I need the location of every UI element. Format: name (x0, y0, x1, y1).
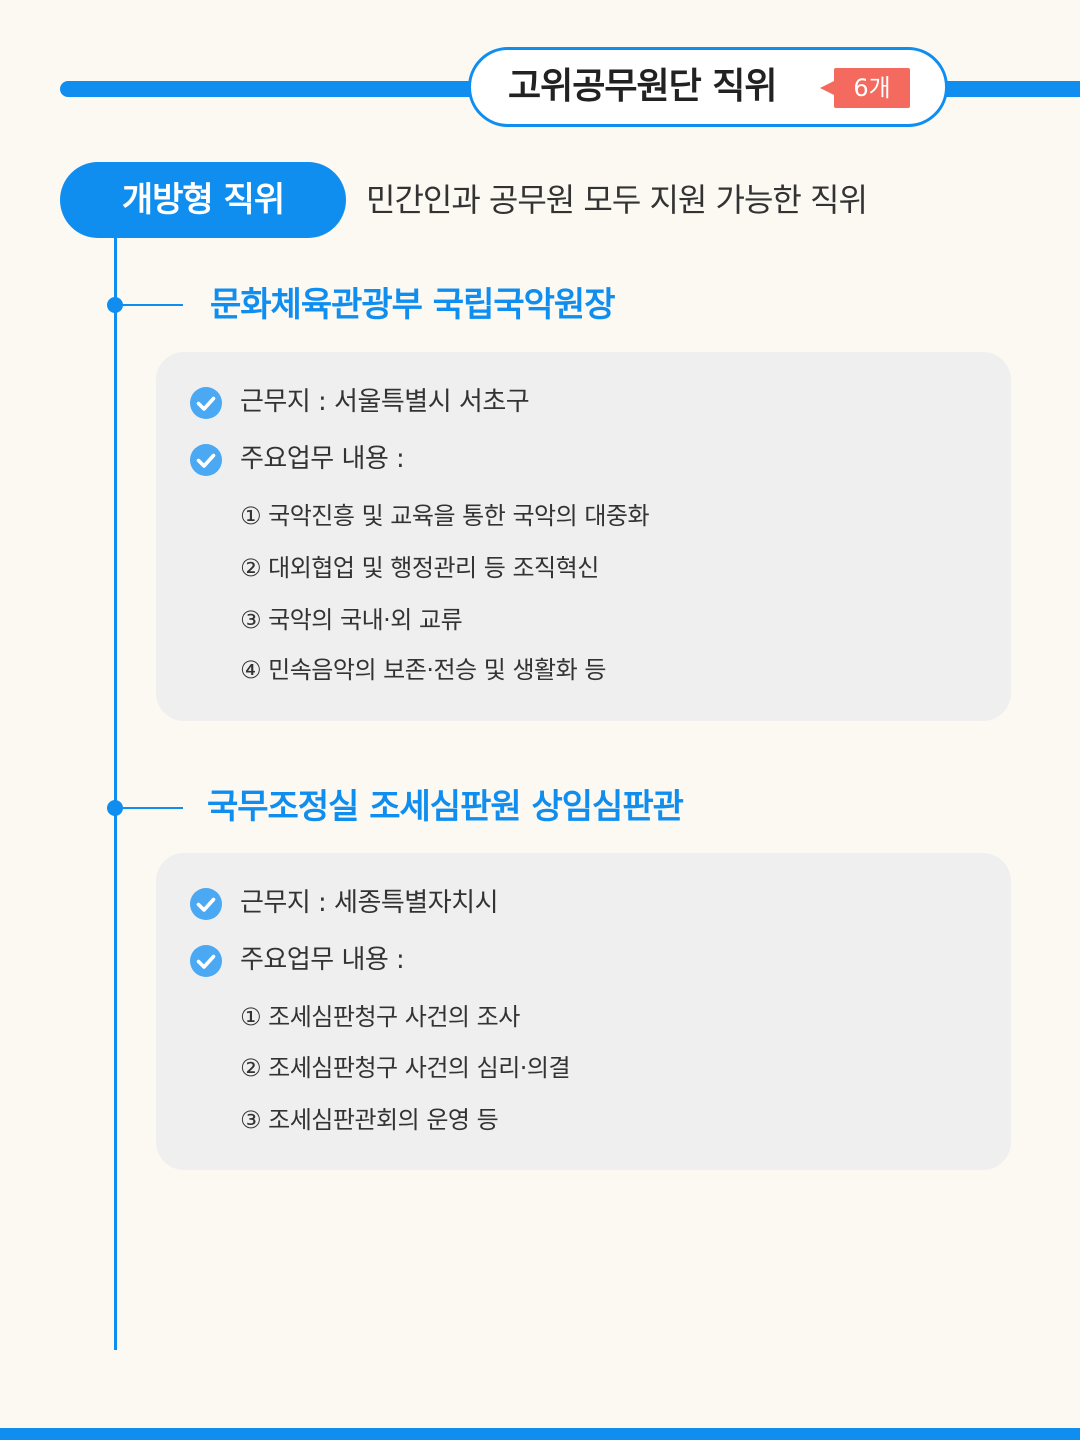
timeline-connector (115, 304, 183, 306)
timeline-connector (115, 807, 183, 809)
timeline-line (114, 200, 117, 1350)
header-line-right (940, 81, 1080, 97)
duty-item: ③ 조세심판관회의 운영 등 (240, 1106, 499, 1134)
duty-item: ① 조세심판청구 사건의 조사 (240, 1003, 520, 1031)
duties-label-row: 주요업무 내용 : (190, 439, 405, 479)
page-title: 고위공무원단 직위 (508, 66, 777, 107)
location-row: 근무지 : 서울특별시 서초구 (190, 382, 530, 422)
count-badge: 6개 (820, 68, 910, 108)
duty-item: ③ 국악의 국내·외 교류 (240, 606, 463, 634)
check-circle-icon (190, 944, 222, 977)
header-line-left (60, 81, 480, 97)
bottom-bar (0, 1428, 1080, 1440)
check-circle-icon (190, 386, 222, 419)
location-text: 근무지 : 세종특별자치시 (240, 888, 499, 918)
location-text: 근무지 : 서울특별시 서초구 (240, 387, 530, 417)
check-circle-icon (190, 887, 222, 920)
duties-label-row: 주요업무 내용 : (190, 940, 405, 980)
check-circle-icon (190, 443, 222, 476)
duties-label: 주요업무 내용 : (240, 444, 405, 474)
duty-item: ④ 민속음악의 보존·전승 및 생활화 등 (240, 656, 606, 684)
position-title: 문화체육관광부 국립국악원장 (210, 285, 615, 325)
position-title: 국무조정실 조세심판원 상임심판관 (207, 787, 684, 827)
location-row: 근무지 : 세종특별자치시 (190, 883, 499, 923)
position-info-box: 근무지 : 서울특별시 서초구 주요업무 내용 : ① 국악진흥 및 교육을 통… (156, 352, 1011, 721)
duties-label: 주요업무 내용 : (240, 945, 405, 975)
duty-item: ② 대외협업 및 행정관리 등 조직혁신 (240, 554, 599, 582)
duty-item: ② 조세심판청구 사건의 심리·의결 (240, 1054, 571, 1082)
position-info-box: 근무지 : 세종특별자치시 주요업무 내용 : ① 조세심판청구 사건의 조사 … (156, 853, 1011, 1170)
category-pill: 개방형 직위 (60, 162, 346, 238)
category-description: 민간인과 공무원 모두 지원 가능한 직위 (366, 181, 868, 219)
duty-item: ① 국악진흥 및 교육을 통한 국악의 대중화 (240, 502, 650, 530)
